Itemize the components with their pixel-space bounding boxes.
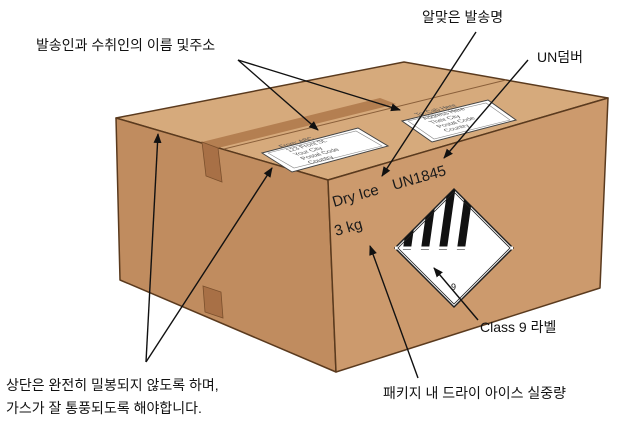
- packing-tape-top: [202, 98, 396, 148]
- net-quantity-callout: 패키지 내 드라이 아이스 실중량: [383, 385, 566, 401]
- addresses-arrow-right: [237, 59, 401, 112]
- ventilation-callout-line2: 가스가 잘 통풍되도록 해야합니다.: [6, 400, 202, 416]
- un-number-arrow: [443, 59, 529, 159]
- net-quantity-arrow: [369, 245, 419, 379]
- packing-tape-side: [201, 141, 223, 183]
- top-flap-seam: [223, 79, 507, 150]
- hazard-class-number: 9: [451, 282, 456, 292]
- from-address-line: Country: [305, 155, 336, 165]
- packing-tape-side-bottom: [202, 285, 224, 319]
- from-address-line: Your City: [291, 146, 326, 157]
- to-address-label: To: Cab Here Address Here Their City Pos…: [400, 99, 518, 143]
- un-number-callout: UN덤버: [537, 49, 583, 65]
- proper-shipping-name-callout: 알맞은 발송명: [422, 9, 504, 25]
- ventilation-arrow-left: [145, 133, 162, 363]
- proper-shipping-name-arrow: [381, 31, 477, 177]
- to-address-line: Country: [442, 124, 472, 133]
- class9-label-arrow: [433, 267, 479, 321]
- addresses-callout: 발송인과 수취인의 이름 및주소: [36, 37, 216, 53]
- ventilation-callout-line1: 상단은 완전히 밀봉되지 않도록 하며,: [6, 377, 219, 393]
- to-address-line: Their City: [428, 114, 463, 125]
- ventilation-arrow-right: [145, 167, 273, 363]
- class9-label-callout: Class 9 라벨: [480, 319, 557, 335]
- addresses-arrow-left: [237, 59, 319, 131]
- from-address-label: From: ABC 123 Front St. Your City Postal…: [260, 127, 390, 173]
